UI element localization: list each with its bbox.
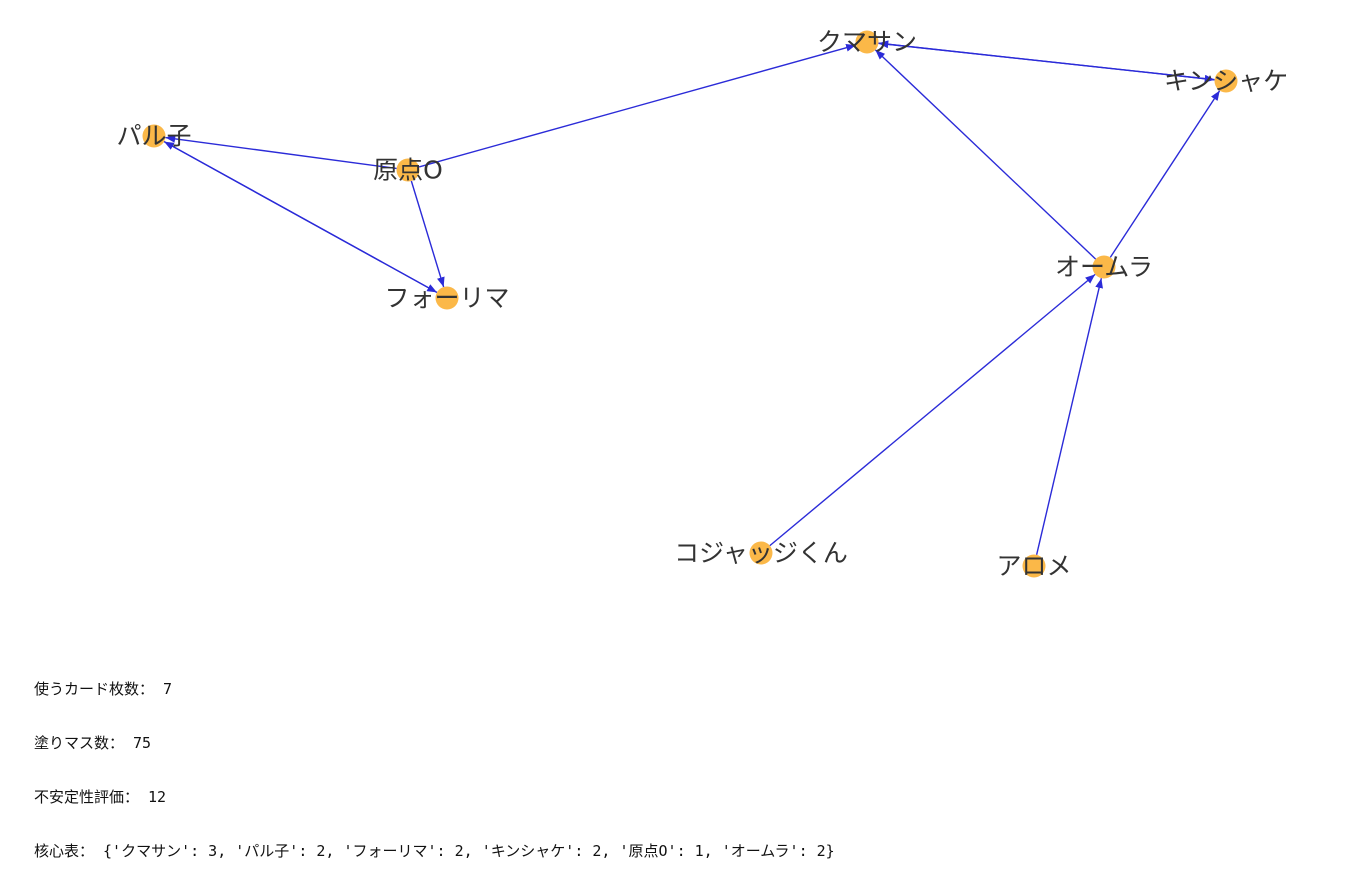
node-label-omura: オームラ	[1055, 253, 1153, 282]
painted-cells-text: 塗りマス数： 75	[34, 734, 152, 752]
node-genten	[396, 158, 420, 182]
edge-forima-to-paruko	[163, 140, 438, 294]
cards-used-text: 使うカード枚数： 7	[34, 680, 173, 698]
edge-kumasan-to-kinshake	[878, 42, 1215, 83]
instability-text: 不安定性評価： 12	[34, 788, 167, 806]
edge-genten-to-kumasan	[418, 43, 857, 168]
node-label-kojakkun: コジャッジくん	[674, 539, 848, 568]
nodes-layer	[142, 30, 1238, 578]
edge-kojakkun-to-omura	[769, 273, 1096, 547]
edge-genten-to-forima	[410, 180, 445, 288]
node-omura	[1092, 255, 1116, 279]
info-panel: 使うカード枚数： 7 塗りマス数： 75 不安定性評価： 12 核心表： {'ク…	[34, 644, 835, 878]
edges-layer	[163, 40, 1221, 555]
node-label-forima: フォーリマ	[384, 284, 509, 313]
edge-omura-to-kinshake	[1109, 90, 1221, 258]
node-label-paruko: パル子	[116, 122, 191, 151]
node-kojakkun	[749, 541, 773, 565]
node-paruko	[142, 124, 166, 148]
edge-omura-to-kumasan	[874, 49, 1097, 260]
node-kinshake	[1214, 69, 1238, 93]
node-label-kinshake: キンシャケ	[1164, 67, 1288, 96]
node-label-genten: 原点O	[373, 156, 443, 185]
core-table-text: 核心表： {'クマサン': 3, 'パル子': 2, 'フォーリマ': 2, '…	[34, 842, 835, 860]
node-label-kumasan: クマサン	[817, 28, 917, 57]
edge-genten-to-paruko	[165, 134, 397, 170]
node-arome	[1022, 554, 1046, 578]
node-kumasan	[855, 30, 879, 54]
node-forima	[435, 286, 459, 310]
node-label-arome: アロメ	[996, 552, 1071, 581]
edge-arome-to-omura	[1035, 278, 1103, 555]
